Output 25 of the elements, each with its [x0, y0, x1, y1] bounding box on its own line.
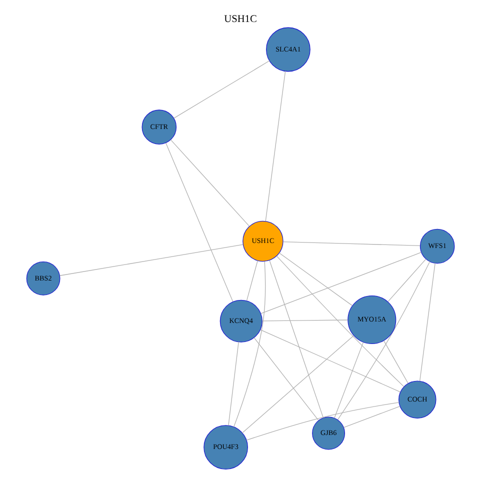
connector: [246, 402, 399, 441]
connector: [334, 342, 364, 418]
connector: [337, 261, 430, 420]
diagram-title: USH1C: [224, 14, 256, 25]
connector: [260, 329, 400, 392]
connector: [278, 252, 352, 306]
connector: [173, 60, 270, 118]
connector: [383, 340, 408, 384]
connector: [165, 142, 233, 302]
connector: [418, 262, 435, 382]
connector: [260, 252, 422, 314]
connector: [253, 337, 318, 420]
connector: [276, 256, 404, 388]
connector: [343, 406, 400, 428]
connector: [261, 320, 348, 322]
connector: [233, 261, 266, 428]
connector: [387, 258, 426, 302]
connector: [246, 260, 258, 301]
connector: [264, 70, 286, 222]
connector: [268, 260, 324, 418]
connector: [59, 244, 243, 276]
connector: [241, 335, 354, 434]
connector: [228, 342, 238, 426]
connector: [282, 241, 420, 246]
connector: [170, 140, 249, 226]
